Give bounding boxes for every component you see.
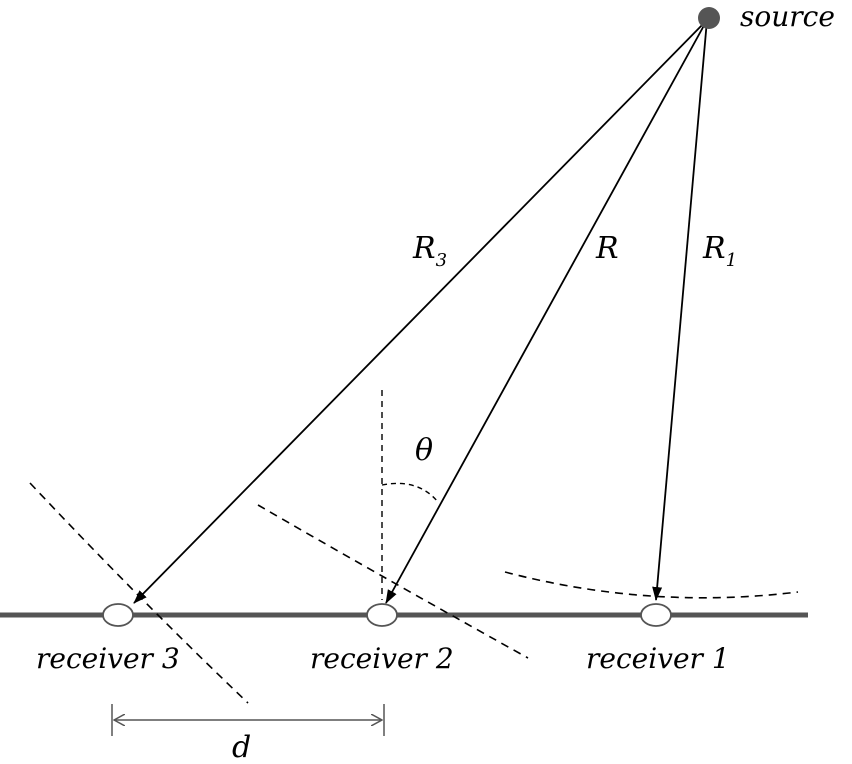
receiver-2-label: receiver 2 xyxy=(310,642,454,675)
source-dot xyxy=(698,7,720,29)
ray-r3-label: R3 xyxy=(412,231,447,271)
receiver-1-label: receiver 1 xyxy=(586,642,730,675)
wavefront-arc-receiver-1 xyxy=(504,571,799,599)
ray-r1-subscript: 1 xyxy=(726,250,737,271)
dimension-d-label: d xyxy=(232,730,251,764)
ray-r3-letter: R xyxy=(412,231,436,266)
wavefront-arc-receiver-2 xyxy=(257,504,529,659)
receiver-2-marker xyxy=(366,603,398,627)
ray-r1-label: R1 xyxy=(702,231,737,271)
receiver-3-label: receiver 3 xyxy=(36,642,180,675)
ray-r1 xyxy=(652,19,708,601)
source-label: source xyxy=(740,0,835,33)
receiver-3-marker xyxy=(102,603,134,627)
ray-r3 xyxy=(133,19,708,604)
theta-label: θ xyxy=(415,433,433,468)
receiver-1-marker xyxy=(640,603,672,627)
ray-r xyxy=(385,19,708,604)
ray-r1-letter: R xyxy=(702,231,726,266)
ray-r-label: R xyxy=(595,231,619,266)
ray-r3-subscript: 3 xyxy=(436,250,447,271)
theta-angle-arc xyxy=(381,482,439,503)
